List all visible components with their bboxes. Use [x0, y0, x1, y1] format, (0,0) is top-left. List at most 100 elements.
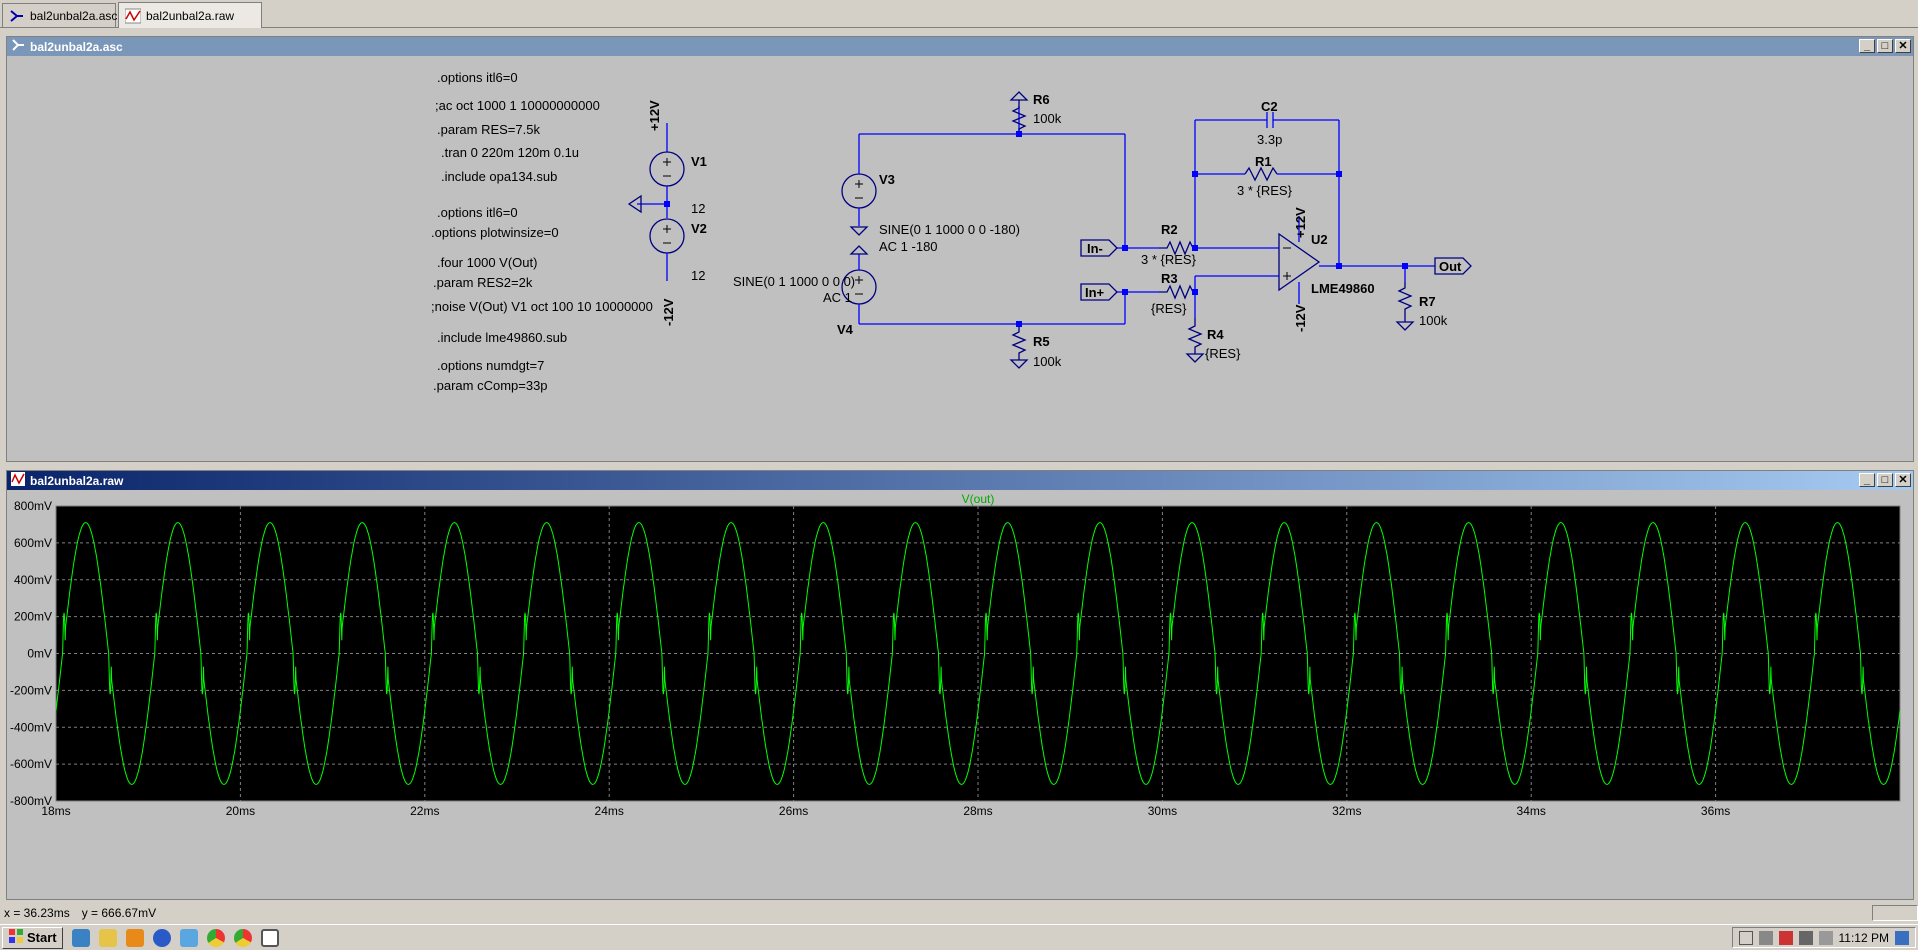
port-out-label: Out — [1439, 259, 1462, 274]
chrome-icon[interactable] — [206, 928, 225, 947]
v1-value: 12 — [691, 201, 705, 216]
y-tick-label: -200mV — [10, 683, 52, 697]
v4-label: V4 — [837, 322, 854, 337]
media-player-icon[interactable] — [125, 928, 144, 947]
window-title: bal2unbal2a.asc — [30, 39, 123, 54]
window-controls: _ □ ✕ — [1859, 473, 1911, 487]
x-tick-label: 18ms — [41, 804, 70, 818]
schematic-window-titlebar[interactable]: bal2unbal2a.asc — [7, 37, 1913, 56]
spice-directive[interactable]: .four 1000 V(Out) — [437, 255, 538, 270]
schematic-window: bal2unbal2a.asc _ □ ✕ .options itl6=0 ;a… — [6, 36, 1914, 462]
tab-label: bal2unbal2a.asc — [30, 8, 118, 23]
r2-value: 3 * {RES} — [1141, 252, 1197, 267]
waveform-plot[interactable]: 800mV600mV400mV200mV0mV-200mV-400mV-600m… — [7, 490, 1915, 900]
minimize-button[interactable]: _ — [1859, 39, 1875, 53]
v1-label: V1 — [691, 154, 707, 169]
r7-value: 100k — [1419, 313, 1448, 328]
y-tick-label: 0mV — [27, 647, 52, 661]
window-title: bal2unbal2a.raw — [30, 473, 124, 488]
tab-label: bal2unbal2a.raw — [146, 8, 235, 23]
start-button[interactable]: Start — [2, 926, 63, 949]
r4-value: {RES} — [1205, 346, 1241, 361]
r1-value: 3 * {RES} — [1237, 183, 1293, 198]
v2-supply-label: -12V — [661, 298, 676, 326]
status-bar: x = 36.23ms y = 666.67mV — [0, 902, 1918, 924]
c2-label: C2 — [1261, 99, 1278, 114]
desktop-icon[interactable] — [1895, 930, 1909, 945]
tab-waveform[interactable]: bal2unbal2a.raw — [118, 2, 262, 28]
spice-directive[interactable]: .options itl6=0 — [437, 205, 518, 220]
windows-logo-icon — [8, 928, 24, 947]
close-button[interactable]: ✕ — [1895, 473, 1911, 487]
v2-label: V2 — [691, 221, 707, 236]
x-tick-label: 28ms — [963, 804, 992, 818]
y-tick-label: 200mV — [14, 610, 52, 624]
y-tick-label: 800mV — [14, 499, 52, 513]
port-in-plus-label: In+ — [1085, 285, 1105, 300]
spice-directive[interactable]: .options numdgt=7 — [437, 358, 545, 373]
y-tick-label: -800mV — [10, 794, 52, 808]
cursor-x-readout: x = 36.23ms — [4, 906, 70, 920]
v3-sine-label: SINE(0 1 1000 0 0 -180) — [879, 222, 1020, 237]
c2-value: 3.3p — [1257, 132, 1282, 147]
spice-directive[interactable]: ;noise V(Out) V1 oct 100 10 10000000 — [431, 299, 653, 314]
r3-label: R3 — [1161, 271, 1178, 286]
status-panel — [1872, 905, 1918, 921]
y-tick-label: -600mV — [10, 757, 52, 771]
spice-directive[interactable]: .options plotwinsize=0 — [431, 225, 559, 240]
u2-vminus-label: -12V — [1293, 304, 1308, 332]
r5-value: 100k — [1033, 354, 1062, 369]
close-button[interactable]: ✕ — [1895, 39, 1911, 53]
start-label: Start — [27, 930, 57, 945]
waveform-window-titlebar[interactable]: bal2unbal2a.raw — [7, 471, 1913, 490]
spice-directive[interactable]: .include lme49860.sub — [437, 330, 568, 345]
x-tick-label: 36ms — [1701, 804, 1730, 818]
network-icon[interactable] — [1778, 930, 1793, 945]
spice-directive[interactable]: .options itl6=0 — [437, 70, 518, 85]
spice-directive[interactable]: .tran 0 220m 120m 0.1u — [441, 145, 580, 160]
spice-directive[interactable]: .include opa134.sub — [441, 169, 558, 184]
port-out — [1434, 257, 1472, 275]
r6-value: 100k — [1033, 111, 1062, 126]
tray-expand-icon[interactable] — [1738, 930, 1753, 945]
spice-directive[interactable]: .param cComp=33p — [433, 378, 548, 393]
minimize-button[interactable]: _ — [1859, 473, 1875, 487]
maximize-button[interactable]: □ — [1877, 473, 1893, 487]
flag-icon[interactable] — [1758, 930, 1773, 945]
x-tick-label: 34ms — [1517, 804, 1546, 818]
spice-directive[interactable]: ;ac oct 1000 1 10000000000 — [435, 98, 600, 113]
tab-schematic[interactable]: bal2unbal2a.asc — [2, 3, 118, 27]
y-tick-label: -400mV — [10, 720, 52, 734]
volume-icon[interactable] — [1798, 930, 1813, 945]
x-tick-label: 32ms — [1332, 804, 1361, 818]
v1-supply-label: +12V — [647, 100, 662, 131]
ltspice-taskbar-icon[interactable] — [260, 928, 279, 947]
x-tick-label: 26ms — [779, 804, 808, 818]
v3-ac-label: AC 1 -180 — [879, 239, 938, 254]
x-tick-label: 20ms — [226, 804, 255, 818]
mail-icon[interactable] — [179, 928, 198, 947]
chrome-icon-2[interactable] — [233, 928, 252, 947]
battery-icon[interactable] — [1818, 930, 1833, 945]
spice-directive[interactable]: .param RES=7.5k — [437, 122, 540, 137]
schematic-canvas[interactable]: .options itl6=0 ;ac oct 1000 1 100000000… — [9, 56, 1911, 459]
trace-title: V(out) — [962, 492, 995, 506]
folder-icon[interactable] — [98, 928, 117, 947]
r3-value: {RES} — [1151, 301, 1187, 316]
waveform-icon — [124, 8, 142, 24]
spice-directive[interactable]: .param RES2=2k — [433, 275, 533, 290]
x-tick-label: 30ms — [1148, 804, 1177, 818]
x-tick-label: 24ms — [595, 804, 624, 818]
y-tick-label: 600mV — [14, 536, 52, 550]
clock[interactable]: 11:12 PM — [1838, 930, 1889, 945]
ie-icon[interactable] — [71, 928, 90, 947]
u2-label: U2 — [1311, 232, 1328, 247]
cursor-y-readout: y = 666.67mV — [81, 906, 157, 920]
r2-label: R2 — [1161, 222, 1178, 237]
maximize-button[interactable]: □ — [1877, 39, 1893, 53]
trace-vout — [55, 522, 1901, 785]
v2-value: 12 — [691, 268, 705, 283]
globe-icon[interactable] — [152, 928, 171, 947]
r7-label: R7 — [1419, 294, 1436, 309]
